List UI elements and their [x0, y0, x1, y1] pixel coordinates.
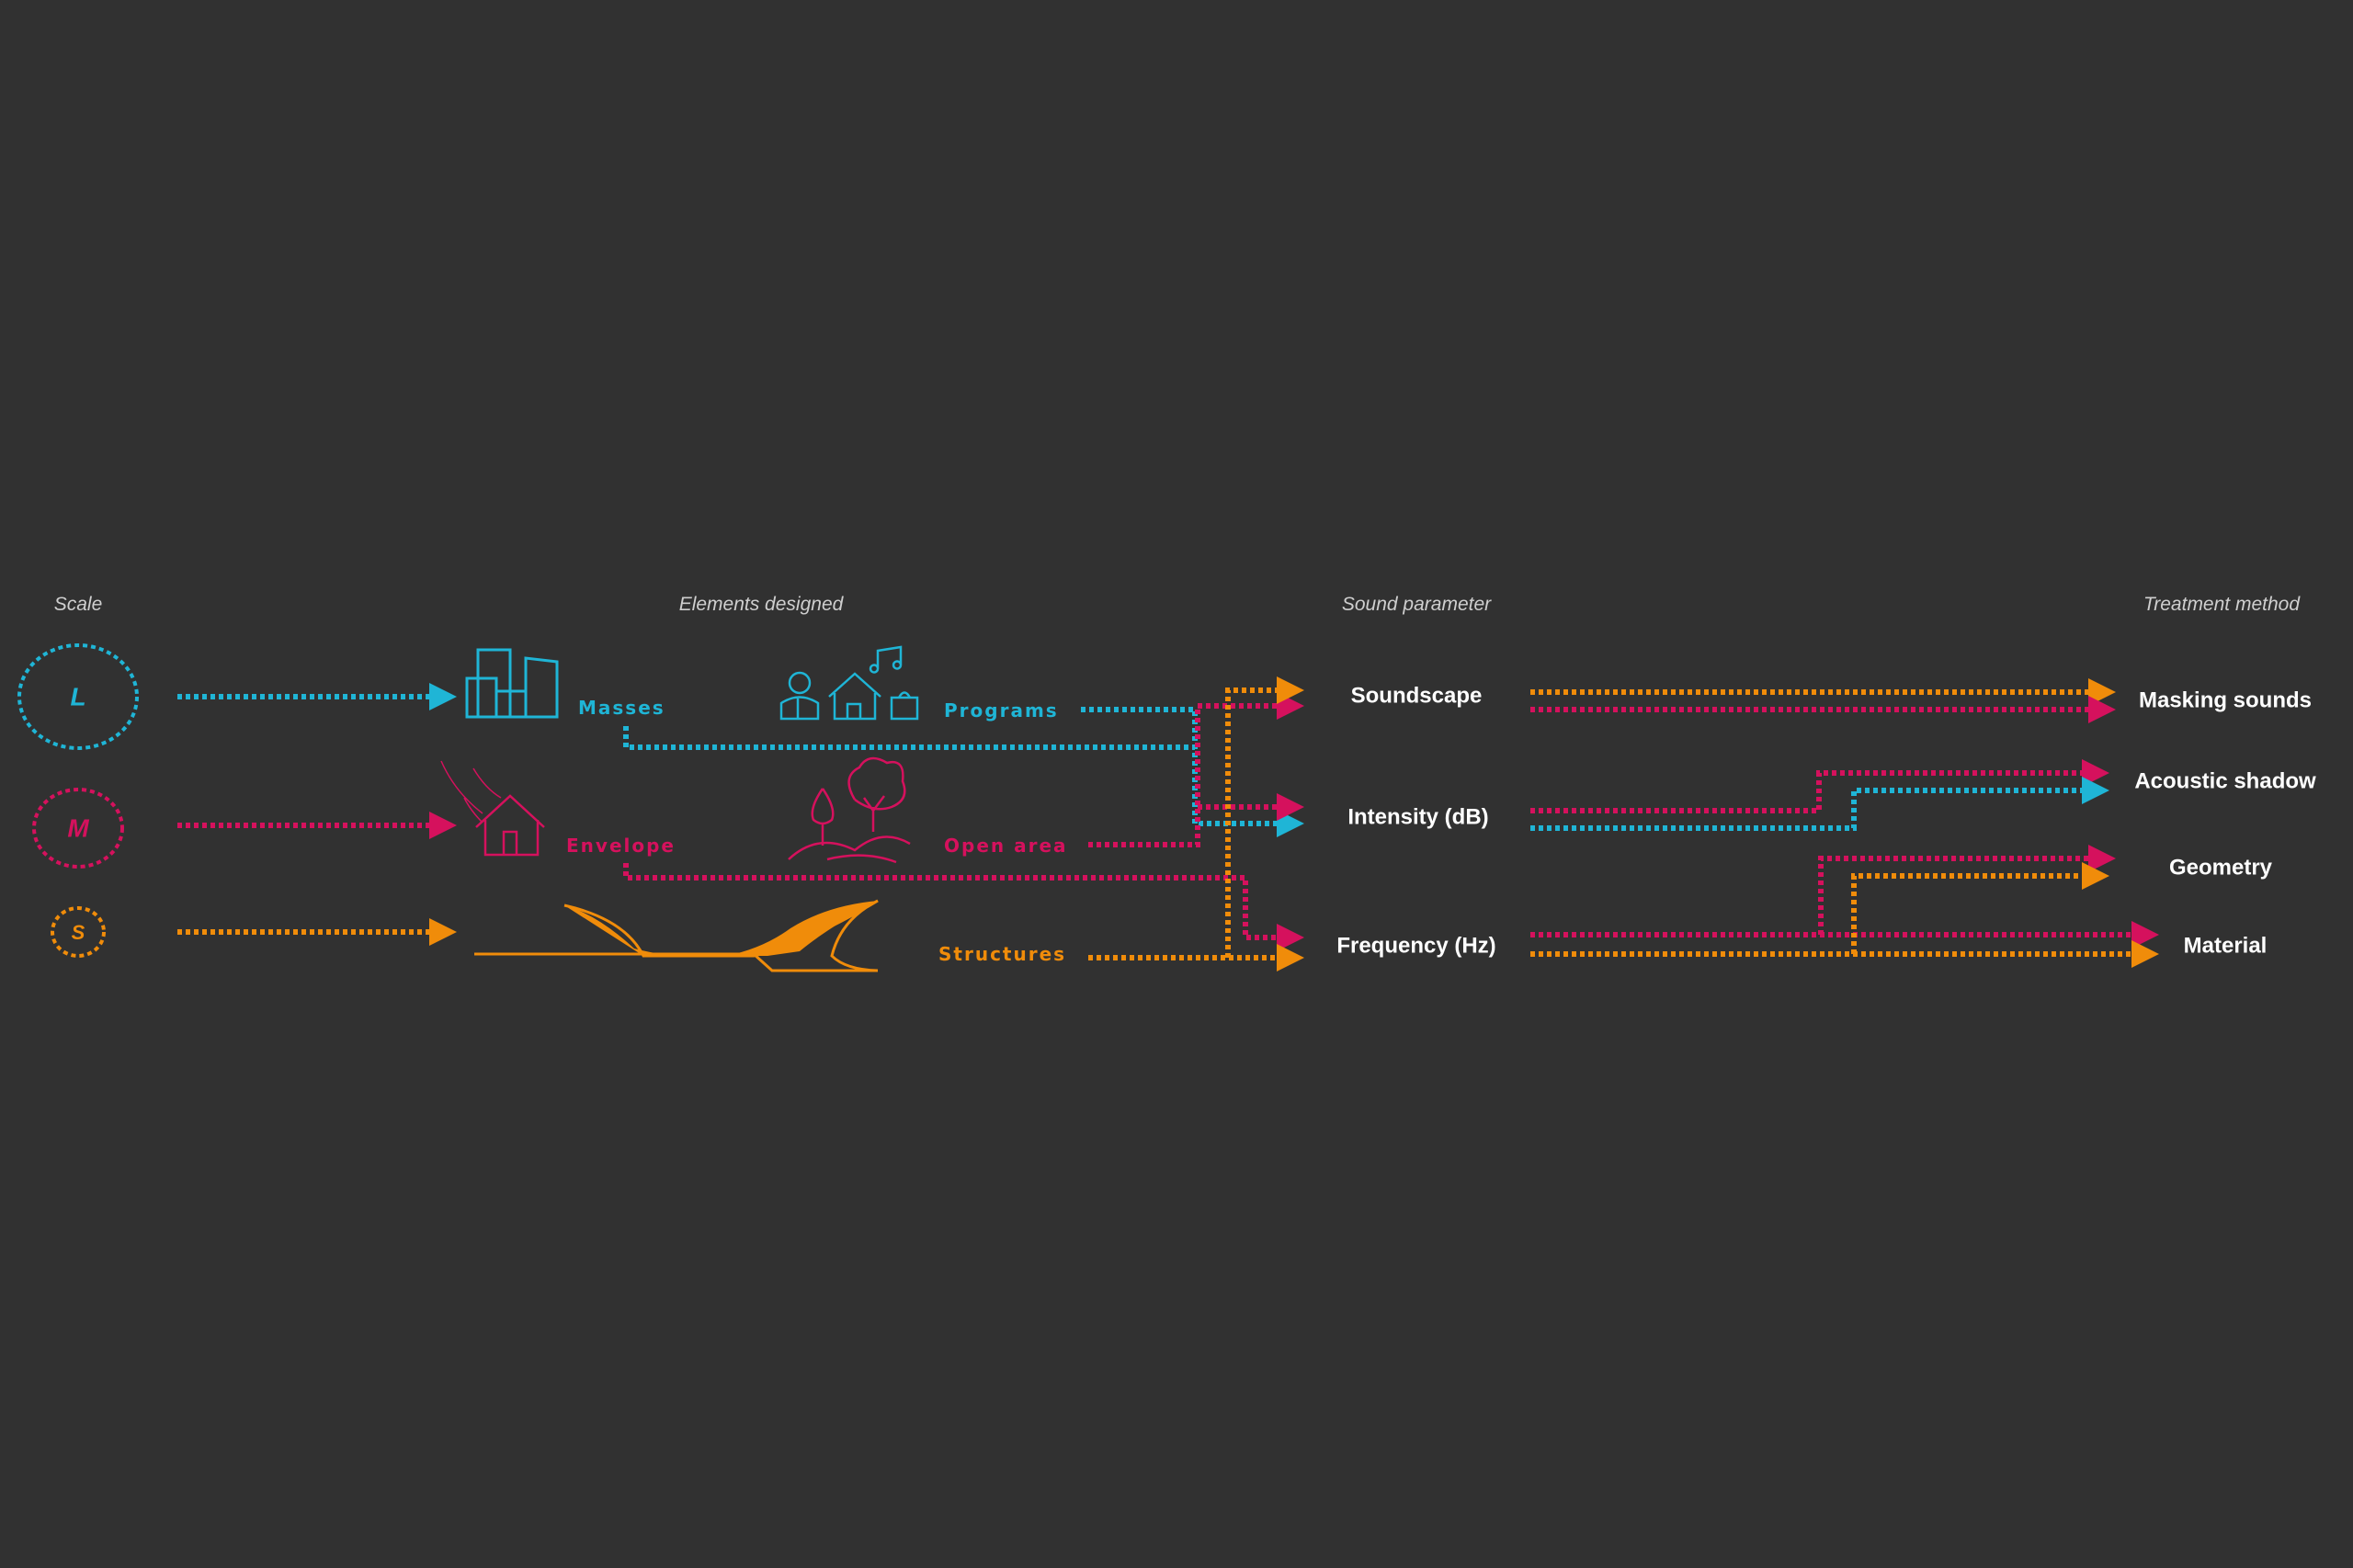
element-programs: Programs [944, 699, 1059, 722]
trees-landscape-icon [788, 756, 911, 864]
connector-intensity-to-shadow-cyan [1530, 777, 2109, 831]
scale-small-label: S [72, 921, 85, 944]
header-scale: Scale [54, 594, 103, 615]
element-envelope: Envelope [566, 835, 676, 857]
scale-small: S [51, 906, 106, 958]
buildings-icon [465, 648, 559, 719]
treatment-masking-sounds: Masking sounds [2139, 687, 2312, 712]
scale-medium: M [32, 788, 124, 869]
house-wind-icon [440, 760, 545, 857]
param-soundscape: Soundscape [1351, 683, 1483, 708]
scale-large-label: L [70, 682, 85, 710]
connector-frequency-to-geometry-orange [1851, 862, 2109, 954]
element-masses: Masses [578, 697, 665, 719]
header-sound-parameter: Sound parameter [1342, 594, 1492, 615]
element-open-area: Open area [944, 835, 1068, 857]
element-structures: Structures [938, 943, 1066, 965]
treatment-acoustic-shadow: Acoustic shadow [2134, 768, 2316, 793]
programs-icon [779, 645, 919, 721]
scale-large: L [17, 643, 139, 750]
connector-structures-to-soundscape [1225, 676, 1304, 958]
param-frequency: Frequency (Hz) [1336, 933, 1495, 958]
header-elements-designed: Elements designed [679, 594, 845, 615]
connector-intensity-to-shadow-magenta [1530, 759, 2109, 813]
treatment-geometry: Geometry [2169, 855, 2273, 880]
connector-envelope-to-frequency [623, 863, 1304, 951]
shark-fin-structures-icon [474, 899, 879, 972]
header-treatment-method: Treatment method [2143, 594, 2301, 615]
connector-frequency-to-geometry-magenta [1818, 845, 2116, 935]
scale-medium-label: M [67, 813, 89, 842]
param-intensity: Intensity (dB) [1347, 804, 1488, 829]
treatment-material: Material [2184, 933, 2268, 958]
connector-masses-to-intensity [623, 726, 1195, 750]
